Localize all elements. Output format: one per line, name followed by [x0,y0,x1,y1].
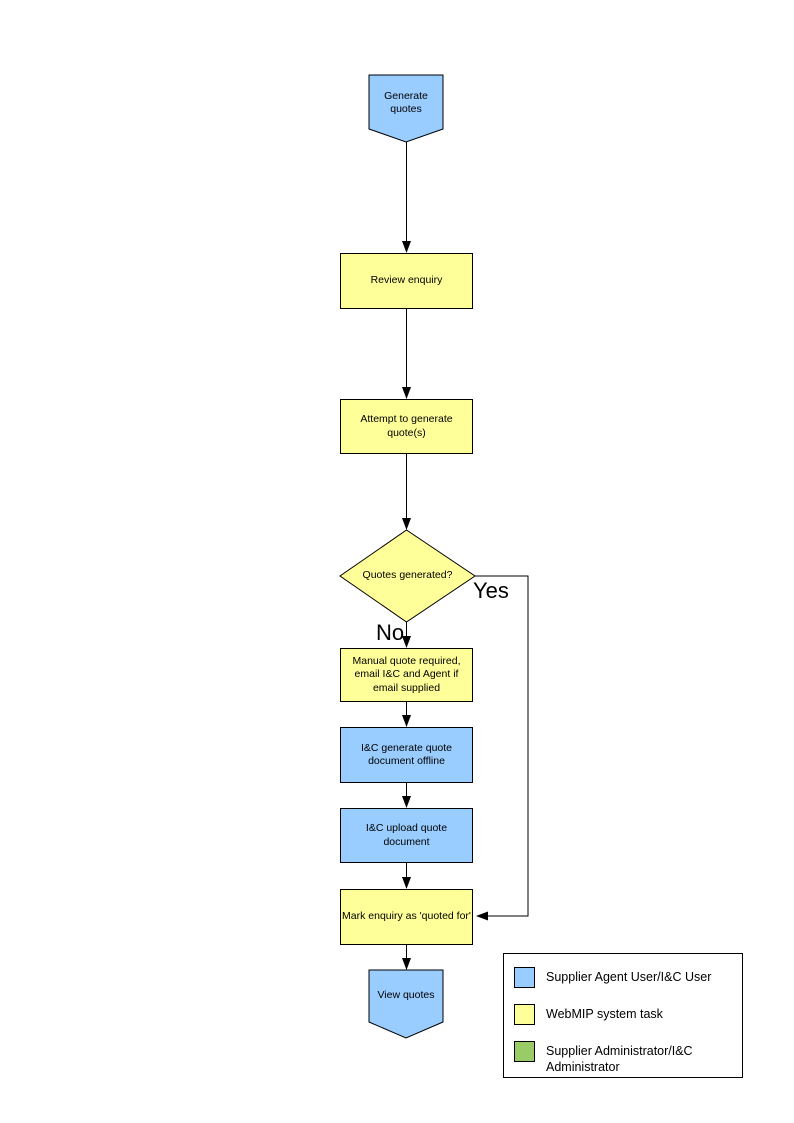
node-decision-label: Quotes generated? [362,569,453,582]
start-pentagon-shape [368,74,444,143]
node-attempt-generate-label: Attempt to generate quote(s) [360,413,453,439]
node-start-label: Generate quotes [384,89,428,115]
node-upload-document: I&C upload quote document [340,808,473,863]
node-end-label: View quotes [377,989,435,1002]
yes-branch-label: Yes [473,578,509,603]
legend: Supplier Agent User/I&C User WebMIP syst… [503,953,743,1078]
node-generate-offline-label: I&C generate quote document offline [360,741,453,767]
legend-swatch-blue [514,967,535,988]
legend-item-system-task: WebMIP system task [514,1004,732,1025]
node-review-enquiry-label: Review enquiry [370,274,443,287]
legend-label-system-task: WebMIP system task [546,1007,663,1021]
no-branch-label: No [376,620,405,645]
node-upload-document-label: I&C upload quote document [365,822,448,848]
node-mark-quoted: Mark enquiry as 'quoted for' [340,889,473,945]
end-pentagon-shape [368,969,444,1039]
node-manual-quote: Manual quote required, email I&C and Age… [340,648,473,702]
legend-item-administrator: Supplier Administrator/I&C Administrator [514,1041,732,1076]
node-generate-offline: I&C generate quote document offline [340,727,473,783]
node-manual-quote-label: Manual quote required, email I&C and Age… [352,655,461,694]
legend-label-agent-user: Supplier Agent User/I&C User [546,970,712,984]
node-review-enquiry: Review enquiry [340,253,473,309]
legend-swatch-green [514,1041,535,1062]
legend-swatch-yellow [514,1004,535,1025]
node-attempt-generate: Attempt to generate quote(s) [340,399,473,454]
legend-label-administrator: Supplier Administrator/I&C Administrator [546,1044,693,1075]
edge-decision-yes [475,575,529,921]
decision-diamond-shape [339,529,476,623]
legend-item-agent-user: Supplier Agent User/I&C User [514,967,732,988]
node-mark-quoted-label: Mark enquiry as 'quoted for' [342,910,471,923]
